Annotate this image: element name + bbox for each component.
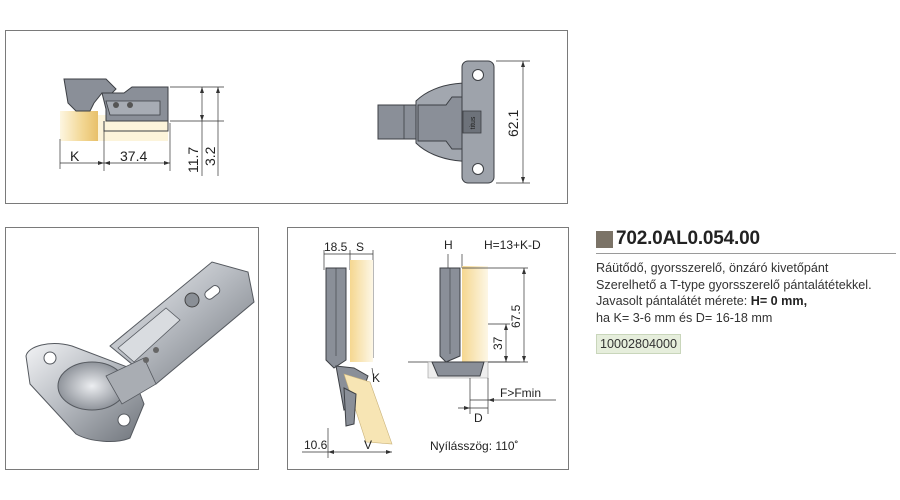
dim-f-label: F>Fmin — [500, 386, 541, 400]
hinge-side-section: K 37.4 11.7 3.2 — [59, 78, 224, 176]
dim-v-label: V — [364, 438, 372, 452]
top-technical-drawing: K 37.4 11.7 3.2 titus 62.1 — [5, 30, 568, 204]
product-description: Ráütődő, gyorsszerelő, önzáró kivetőpánt… — [596, 260, 896, 326]
description-line-1: Ráütődő, gyorsszerelő, önzáró kivetőpánt — [596, 261, 829, 275]
description-line-3-prefix: Javasolt pántalátét mérete: — [596, 294, 751, 308]
screw-hole-icon — [472, 69, 484, 81]
hinge-photo-illustration — [25, 261, 255, 442]
installation-drawing: 18.5 S K 10.6 V H H=13+K-D — [287, 227, 569, 470]
screw-hole-icon — [472, 163, 484, 175]
closed-hinge-view: H H=13+K-D 67.5 37 F>Fmin — [408, 238, 556, 453]
brand-mark-logo: titus — [470, 116, 477, 129]
dim-h-label: H — [444, 238, 453, 252]
dim-10-6-label: 10.6 — [304, 438, 328, 452]
title-square-icon — [596, 230, 613, 248]
product-info: 702.0AL0.054.00 Ráütődő, gyorsszerelő, ö… — [596, 228, 896, 354]
top-drawing-svg: K 37.4 11.7 3.2 titus 62.1 — [59, 60, 530, 184]
dim-k-open-label: K — [372, 371, 380, 385]
description-line-3: Javasolt pántalátét mérete: H= 0 mm, — [596, 293, 896, 310]
description-line-3-bold: H= 0 mm, — [750, 294, 808, 308]
product-photo — [5, 227, 259, 470]
dim-67-5-label: 67.5 — [509, 304, 523, 328]
door-panel-section — [60, 111, 98, 141]
open-hinge-view: 18.5 S K 10.6 V — [302, 240, 393, 458]
dim-18-5-label: 18.5 — [324, 240, 348, 254]
dim-depth-label: 11.7 — [185, 147, 201, 173]
dim-width-label: 37.4 — [120, 148, 147, 164]
dim-37-label: 37 — [491, 336, 505, 350]
description-line-4: ha K= 3-6 mm és D= 16-18 mm — [596, 310, 773, 325]
dim-height-label: 62.1 — [505, 110, 521, 137]
dim-s-label: S — [356, 240, 364, 254]
opening-angle-label: Nyílásszög: 110˚ — [430, 439, 518, 453]
dim-d-label: D — [474, 411, 483, 425]
dim-offset-label: 3.2 — [202, 146, 218, 166]
product-code: 702.0AL0.054.00 — [616, 228, 760, 249]
install-drawing-svg: 18.5 S K 10.6 V H H=13+K-D — [302, 238, 556, 458]
description-line-2: Szerelhető a T-type gyorsszerelő pántalá… — [596, 277, 872, 292]
product-title-row: 702.0AL0.054.00 — [596, 228, 896, 254]
formula-label: H=13+K-D — [484, 238, 541, 252]
hinge-front-view: titus 62.1 — [377, 60, 530, 184]
article-number-badge: 10002804000 — [596, 334, 682, 354]
dim-k-label: K — [70, 148, 80, 164]
